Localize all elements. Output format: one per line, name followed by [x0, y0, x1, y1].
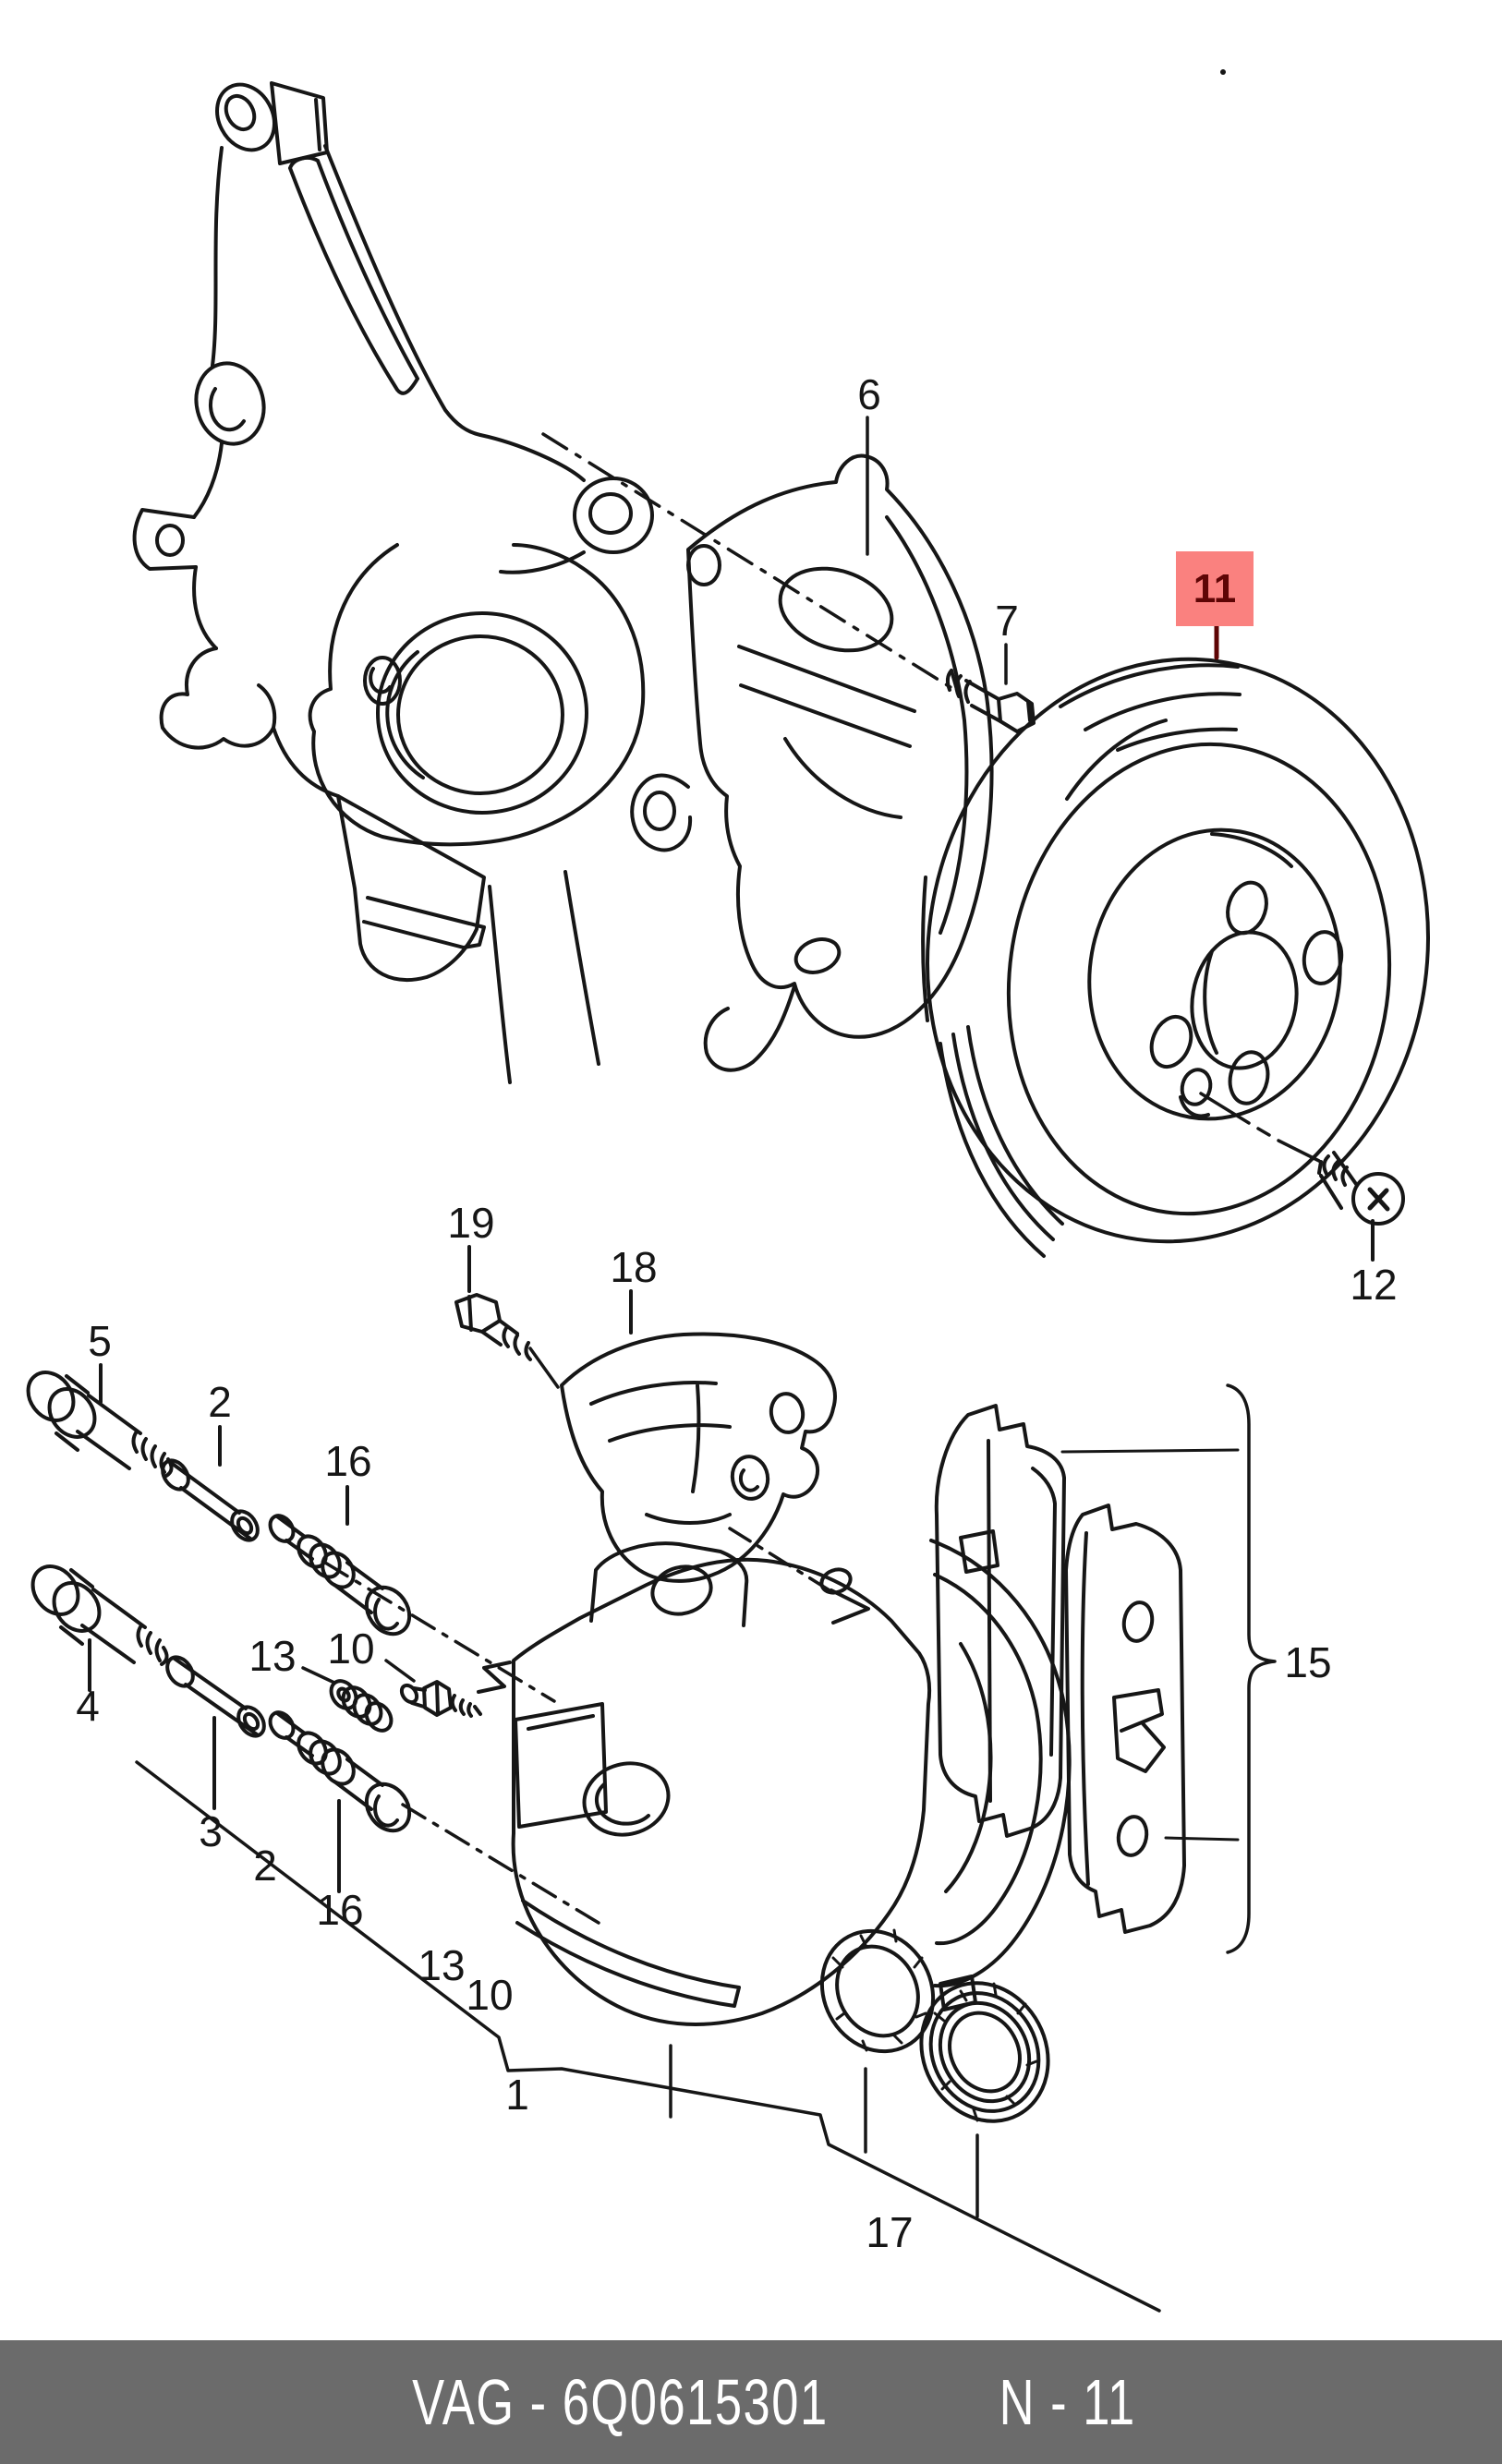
highlighted-callout-label: 11	[1193, 565, 1237, 611]
callout-16-upper[interactable]: 16	[324, 1437, 372, 1485]
axis-line-upper-pin	[323, 1561, 556, 1703]
guide-pin-bolt-upper-drawing	[26, 1363, 174, 1478]
callout-3[interactable]: 3	[199, 1807, 223, 1855]
pads-arrow-chevron	[830, 1588, 870, 1625]
callout-2-lower[interactable]: 2	[253, 1842, 277, 1890]
steering-knuckle-drawing	[132, 81, 654, 1084]
callout-1[interactable]: 1	[505, 2071, 529, 2119]
callout-16-lower[interactable]: 16	[316, 1886, 364, 1934]
brake-pads-drawing	[934, 1404, 1240, 1934]
callout-12[interactable]: 12	[1350, 1261, 1398, 1309]
callout-19[interactable]: 19	[447, 1199, 495, 1247]
bleeder-valve-drawing	[384, 1659, 482, 1718]
heat-shield-bolt-drawing	[454, 1245, 560, 1389]
callout-18[interactable]: 18	[610, 1243, 658, 1291]
callout-4[interactable]: 4	[76, 1682, 100, 1730]
dust-boot-drawing	[919, 1981, 1050, 2218]
callout-6[interactable]: 6	[857, 370, 881, 418]
highlighted-callout-11[interactable]: 11	[1176, 551, 1254, 626]
footer-page-ref: N - 11	[999, 2366, 1136, 2438]
axis-line-lower-pin	[401, 1803, 600, 1925]
footer-part-number-bar: VAG - 6Q0615301 N - 11	[0, 2340, 1502, 2464]
axis-line-knuckle-to-disc	[541, 432, 955, 691]
shield-bolt-drawing	[945, 669, 1036, 733]
guide-sleeve-upper-drawing	[161, 1425, 260, 1542]
callout-13-upper[interactable]: 13	[248, 1632, 297, 1680]
callout-2-upper[interactable]: 2	[208, 1378, 232, 1426]
footer-part-number: VAG - 6Q0615301	[412, 2366, 830, 2438]
bleeder-cap-drawing	[301, 1666, 394, 1733]
piston-seal-drawing	[819, 1928, 936, 2154]
leader-lines	[866, 416, 1008, 685]
guide-pin-bolt-lower-drawing	[30, 1564, 169, 1692]
axis-line-to-pads	[728, 1527, 831, 1592]
heat-shield-drawing	[560, 1289, 837, 1583]
brake-disc-drawing	[921, 657, 1430, 1258]
group-bracket-line	[135, 1760, 1161, 2313]
callout-5[interactable]: 5	[88, 1317, 112, 1365]
callout-10-upper[interactable]: 10	[327, 1625, 375, 1673]
disc-screw-drawing	[1199, 1092, 1405, 1262]
guide-bushing-lower-drawing	[268, 1710, 412, 1893]
print-speck	[1220, 69, 1226, 75]
guide-bushing-upper-drawing	[268, 1485, 412, 1637]
caliper-drawing	[477, 1529, 1072, 2119]
callout-10-lower[interactable]: 10	[466, 1971, 514, 2019]
callout-7[interactable]: 7	[995, 597, 1019, 645]
pads-brace	[1226, 1383, 1277, 1954]
callout-17[interactable]: 17	[866, 2208, 914, 2256]
guide-sleeve-lower-drawing	[165, 1655, 266, 1810]
splash-shield-drawing	[630, 453, 994, 1072]
callout-13-lower[interactable]: 13	[418, 1941, 466, 1989]
callout-15[interactable]: 15	[1284, 1638, 1332, 1686]
